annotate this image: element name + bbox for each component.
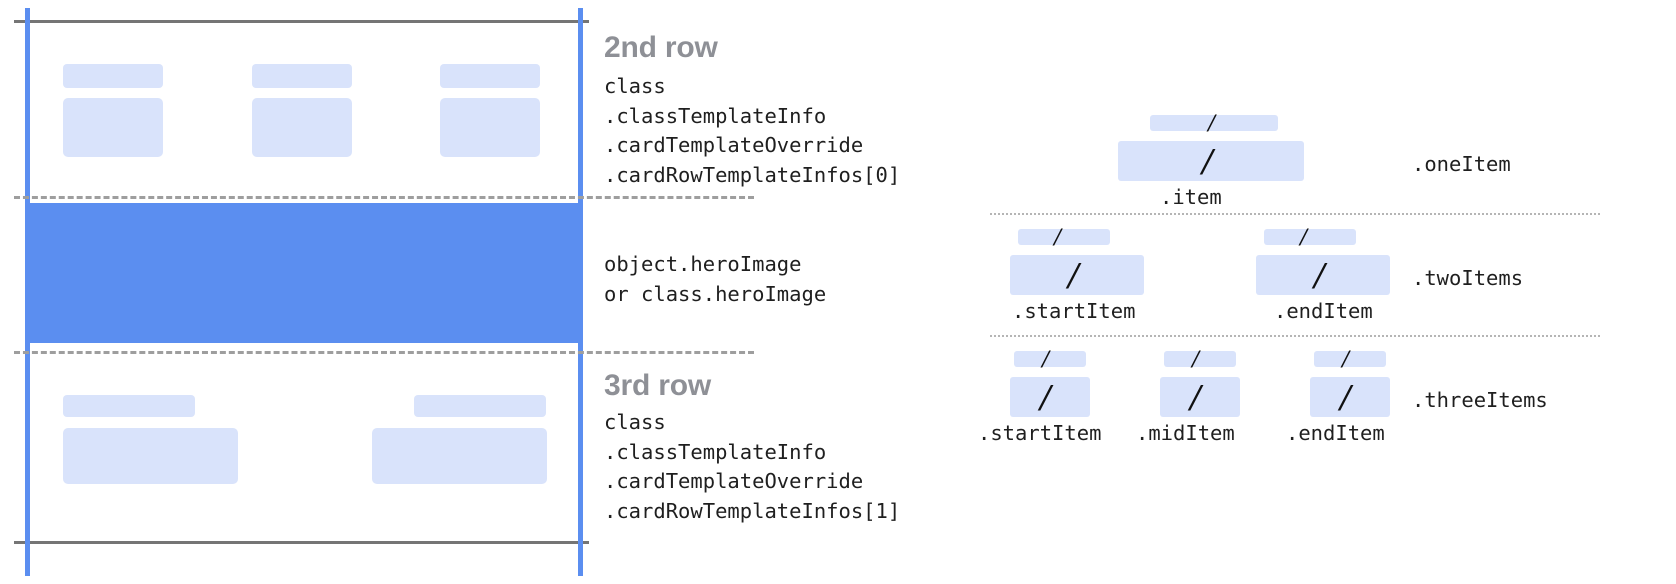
row2-col1-label-chip [63,64,163,88]
slot-mid-item-three-main-slash: / [1190,377,1201,419]
slot-end-item-three-top-slash: / [1342,346,1349,373]
slot-item-caption: .item [1160,185,1222,209]
row2-col2-box [252,98,352,157]
slot-end-item-two-main-bar [1256,255,1390,295]
slot-item-main-bar [1118,141,1304,181]
group-three-items: / / .startItem / / .midItem / / .endItem… [960,343,1676,461]
slot-item: / / .item [1118,111,1304,209]
group-label-two-items: .twoItems [1412,266,1524,290]
row2-code-line-3: .cardRowTemplateInfos[0] [604,162,901,187]
slot-end-item-two-caption: .endItem [1274,299,1373,323]
hero-code-line-1: or class.heroImage [604,281,827,306]
group-label-three-items: .threeItems [1412,388,1548,412]
card-left-gutter [25,8,30,576]
hero-code-line-0: object.heroImage [604,252,802,276]
card-bottom-rule [14,541,589,544]
card-divider-upper [14,196,754,199]
row-code-3rd: class .classTemplateInfo .cardTemplateOver… [604,408,900,526]
slot-start-item-two-caption: .startItem [1012,299,1136,323]
group-separator-1 [990,213,1600,215]
slot-end-item-three-main-slash: / [1340,377,1351,419]
slot-start-item-two-top-slash: / [1054,224,1061,251]
slot-mid-item-three-main-bar [1160,377,1240,417]
group-one-item: / / .item .oneItem [960,95,1676,209]
row2-col3-box [440,98,540,157]
slot-mid-item-three-top-slash: / [1192,346,1199,373]
row-title-3rd: 3rd row [604,369,711,402]
row2-col1-box [63,98,163,157]
row3-code-line-1: .classTemplateInfo [604,439,827,464]
slot-mid-item-three-top-bar [1164,351,1236,367]
group-label-one-item: .oneItem [1412,152,1511,176]
card-divider-lower [14,351,754,354]
slot-start-item-three-top-bar [1014,351,1086,367]
row2-code-line-0: class [604,74,666,98]
row3-code-line-3: .cardRowTemplateInfos[1] [604,498,901,523]
hero-image-band [30,203,583,343]
slot-item-top-slash: / [1208,110,1215,137]
slot-end-item-two-top-slash: / [1300,224,1307,251]
hero-code-block: object.heroImage or class.heroImage [604,250,826,309]
row3-col2-label-chip [414,395,546,417]
slot-end-item-three: / / .endItem [1286,347,1390,445]
slot-start-item-three-top-slash: / [1042,346,1049,373]
row2-col2-label-chip [252,64,352,88]
row-title-2nd: 2nd row [604,31,718,64]
slot-start-item-two: / / .startItem [1010,225,1144,323]
row2-code-line-2: .cardTemplateOverride [604,133,864,157]
row3-code-line-2: .cardTemplateOverride [604,469,864,493]
row3-col2-box [372,428,547,484]
right-item-diagram: / / .item .oneItem / / .startItem / / [960,95,1676,455]
slot-start-item-three: / / .startItem [978,347,1101,445]
slot-end-item-two-main-slash: / [1314,255,1325,297]
row2-col3-label-chip [440,64,540,88]
row3-col1-label-chip [63,395,195,417]
slot-mid-item-three-caption: .midItem [1136,421,1235,445]
card-top-rule [14,20,589,23]
slot-start-item-two-main-slash: / [1068,255,1079,297]
slot-start-item-two-main-bar [1010,255,1144,295]
row2-code-line-1: .classTemplateInfo [604,103,827,128]
slot-end-item-three-caption: .endItem [1286,421,1385,445]
slot-end-item-two-top-bar [1264,229,1356,245]
slot-mid-item-three: / / .midItem [1136,347,1240,445]
group-separator-2 [990,335,1600,337]
slot-item-top-bar [1150,115,1278,131]
row-code-2nd: class .classTemplateInfo .cardTemplateOver… [604,72,900,190]
slot-end-item-three-top-bar [1314,351,1386,367]
slot-end-item-two: / / .endItem [1256,225,1390,323]
group-two-items: / / .startItem / / .endItem .twoItems [960,221,1676,334]
slot-start-item-three-main-slash: / [1040,377,1051,419]
slot-start-item-two-top-bar [1018,229,1110,245]
row3-code-line-0: class [604,410,666,434]
card-row-2nd [30,24,578,197]
card-row-3rd [30,358,578,538]
left-card-mock [0,0,760,584]
slot-end-item-three-main-bar [1310,377,1390,417]
slot-start-item-three-main-bar [1010,377,1090,417]
row3-col1-box [63,428,238,484]
slot-start-item-three-caption: .startItem [978,421,1102,445]
slot-item-main-slash: / [1202,141,1213,183]
